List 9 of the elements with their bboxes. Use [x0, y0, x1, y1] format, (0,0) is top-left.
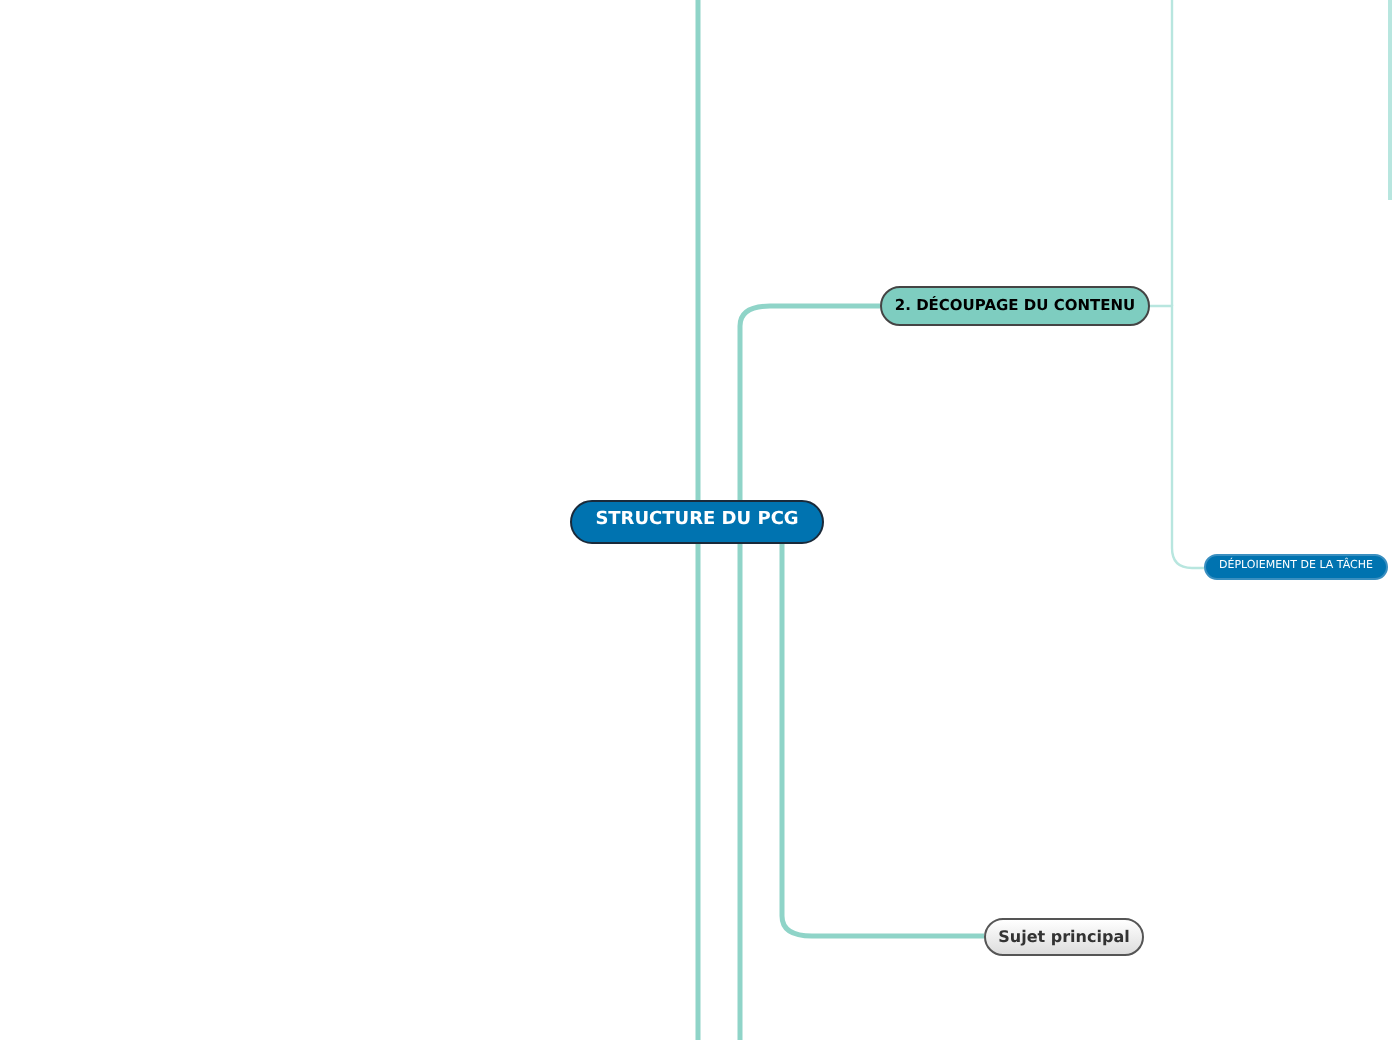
connector-line	[1150, 304, 1204, 570]
connector-line	[695, 544, 701, 1040]
connector-line	[779, 544, 984, 939]
topic-pill: Sujet principal	[984, 918, 1144, 956]
connector-line	[737, 544, 743, 1040]
connector-line	[695, 0, 701, 500]
connector-line	[1170, 0, 1174, 306]
connector-line	[737, 303, 880, 500]
topic-pill: STRUCTURE DU PCG	[570, 500, 824, 544]
